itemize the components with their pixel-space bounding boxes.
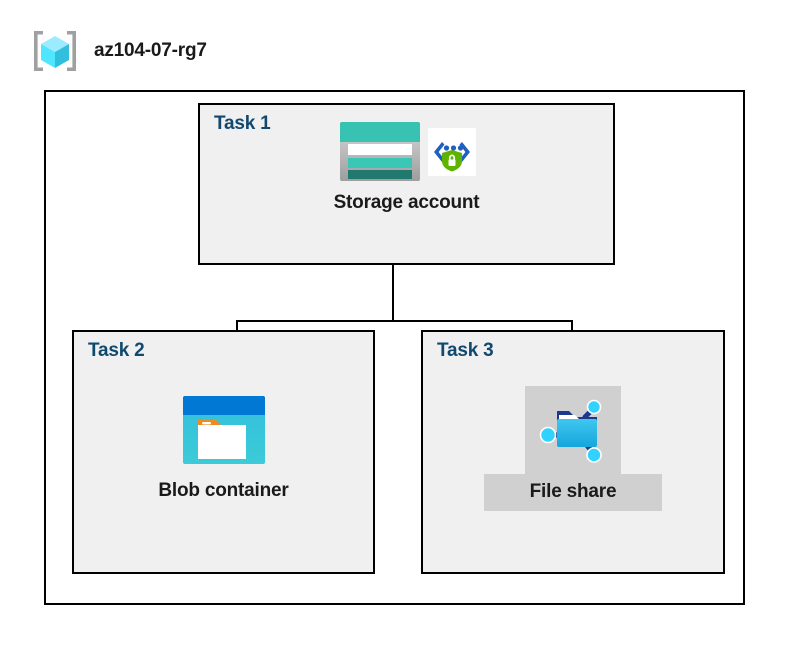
node-caption-blob-container: Blob container — [158, 480, 289, 501]
node-caption-storage-account: Storage account — [333, 192, 480, 213]
connector-horizontal-bus — [236, 320, 573, 322]
task-box-2: Task 2 — [72, 330, 375, 574]
secure-endpoint-icon — [427, 127, 476, 176]
storage-account-icon-group — [338, 120, 476, 183]
node-file-share[interactable]: File share — [421, 386, 725, 511]
file-share-icon — [535, 391, 611, 467]
task-label-3: Task 3 — [437, 340, 494, 361]
node-storage-account[interactable]: Storage account — [198, 120, 615, 214]
resource-group-name: az104-07-rg7 — [94, 40, 207, 61]
resource-group-icon — [30, 28, 80, 74]
resource-group-header: az104-07-rg7 — [30, 28, 207, 74]
task-label-1: Task 1 — [214, 113, 271, 134]
storage-account-icon — [338, 120, 422, 183]
connector-storage-to-bus — [392, 232, 394, 322]
node-caption-file-share: File share — [529, 481, 617, 502]
task-label-2: Task 2 — [88, 340, 145, 361]
file-share-caption-highlight: File share — [483, 474, 663, 511]
node-blob-container[interactable]: Blob container — [72, 393, 375, 502]
file-share-icon-highlight — [525, 386, 621, 474]
blob-container-icon — [180, 393, 268, 467]
